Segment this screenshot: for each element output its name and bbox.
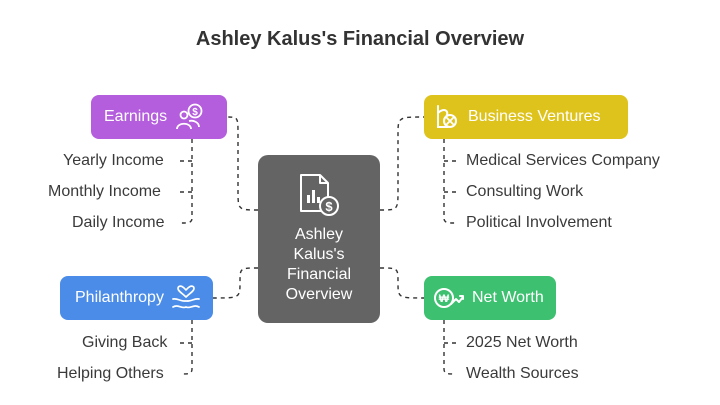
connector-networth [379,267,425,299]
diagram-title: Ashley Kalus's Financial Overview [195,28,525,50]
coin-growth-icon: ₩ [434,285,464,311]
connector-business-leaves [443,139,457,224]
branch-philanthropy-label: Philanthropy [75,289,164,306]
leaf-consulting-work: Consulting Work [466,183,584,200]
business-venture-icon [434,103,460,131]
connector-networth-leaves [443,320,457,375]
leaf-helping-others: Helping Others [57,365,164,382]
branch-net-worth: ₩ Net Worth [424,276,556,320]
center-node: $ Ashley Kalus's Financial Overview [258,155,380,323]
svg-text:₩: ₩ [439,293,450,305]
leaf-giving-back: Giving Back [82,334,168,351]
leaf-daily-income: Daily Income [72,214,165,231]
branch-earnings-label: Earnings [104,108,168,125]
connector-earnings-leaves [179,139,193,224]
money-people-icon: $ [175,103,205,131]
connector-philanthropy [212,267,259,299]
leaf-medical-services-company: Medical Services Company [466,152,660,169]
center-label: Ashley Kalus's Financial Overview [285,226,353,303]
leaf-wealth-sources: Wealth Sources [466,365,579,382]
leaf-political-involvement: Political Involvement [466,214,612,231]
branch-earnings: Earnings $ [91,95,227,139]
connector-earnings [226,116,259,211]
leaf-yearly-income: Yearly Income [63,152,164,169]
connector-philanthropy-leaves [179,320,193,375]
branch-business-ventures-label: Business Ventures [468,108,601,125]
branch-philanthropy: Philanthropy [60,276,213,320]
connector-business [379,116,425,211]
branch-net-worth-label: Net Worth [472,289,544,306]
branch-business-ventures: Business Ventures [424,95,628,139]
svg-text:$: $ [192,107,198,118]
hands-heart-icon [172,285,200,311]
leaf-monthly-income: Monthly Income [48,183,161,200]
document-dollar-icon: $ [298,173,340,222]
svg-text:$: $ [325,199,333,214]
leaf-2025-net-worth: 2025 Net Worth [466,334,578,351]
